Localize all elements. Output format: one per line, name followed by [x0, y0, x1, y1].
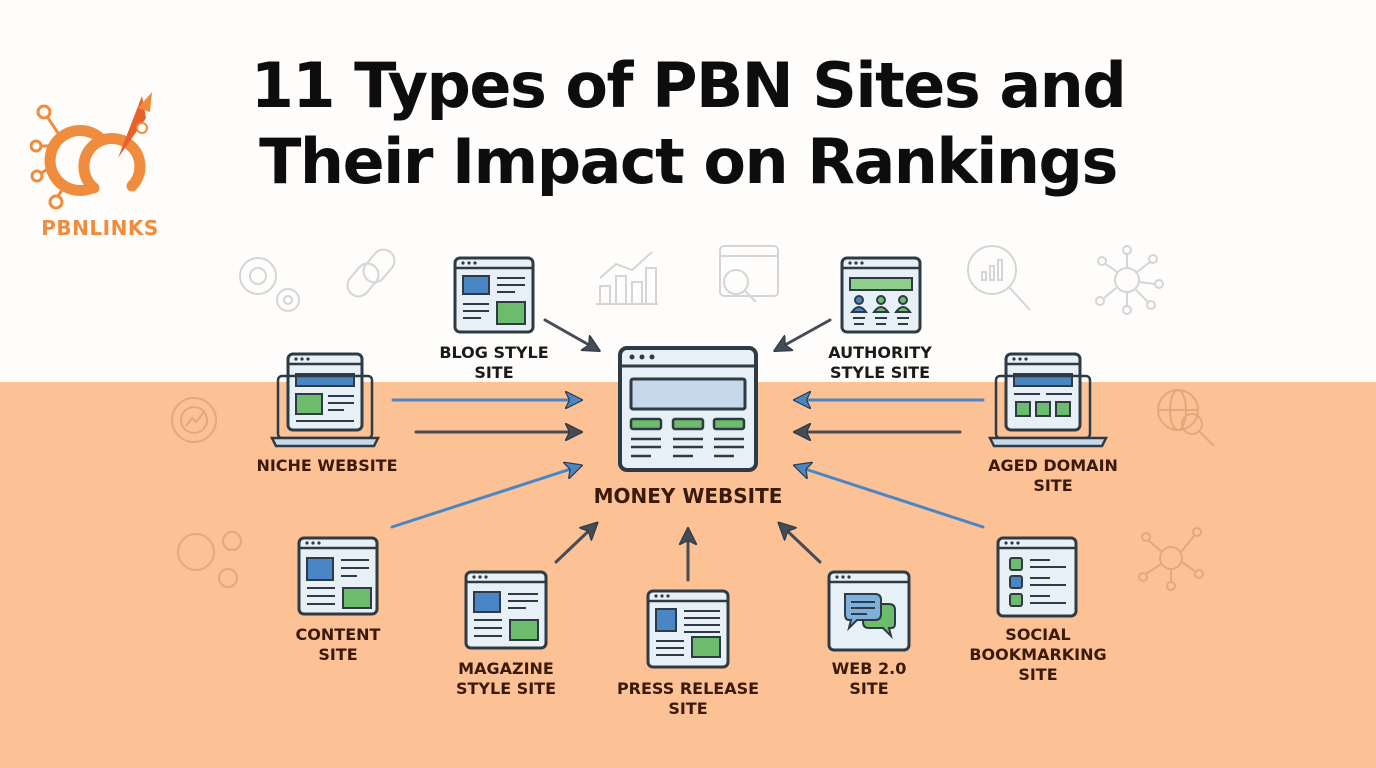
node-label-magazine-style-site: MAGAZINE STYLE SITE — [455, 659, 557, 698]
title-line-2: Their Impact on Rankings — [259, 125, 1118, 198]
title-line-1: 11 Types of PBN Sites and — [250, 49, 1127, 122]
logo-text: PBNLINKS — [41, 216, 159, 240]
page-title: 11 Types of PBN Sites and Their Impact o… — [180, 48, 1196, 200]
node-label-authority-style-site: AUTHORITY STYLE SITE — [828, 343, 932, 382]
logo-rings-icon — [29, 92, 152, 210]
node-label-blog-style-site: BLOG STYLE SITE — [439, 343, 549, 382]
background-top — [0, 0, 1376, 382]
node-label-content-site: CONTENT SITE — [295, 625, 381, 664]
money-website-label: MONEY WEBSITE — [593, 484, 783, 508]
node-label-press-release-site: PRESS RELEASE SITE — [616, 679, 760, 718]
pbnlinks-logo: PBNLINKS — [29, 88, 170, 243]
node-label-aged-domain-site: AGED DOMAIN SITE — [988, 456, 1118, 495]
node-label-niche-website: NICHE WEBSITE — [256, 456, 398, 475]
node-label-social-bookmarking-site: SOCIAL BOOKMARKING SITE — [969, 625, 1107, 684]
node-label-web-2-site: WEB 2.0 SITE — [831, 659, 907, 698]
